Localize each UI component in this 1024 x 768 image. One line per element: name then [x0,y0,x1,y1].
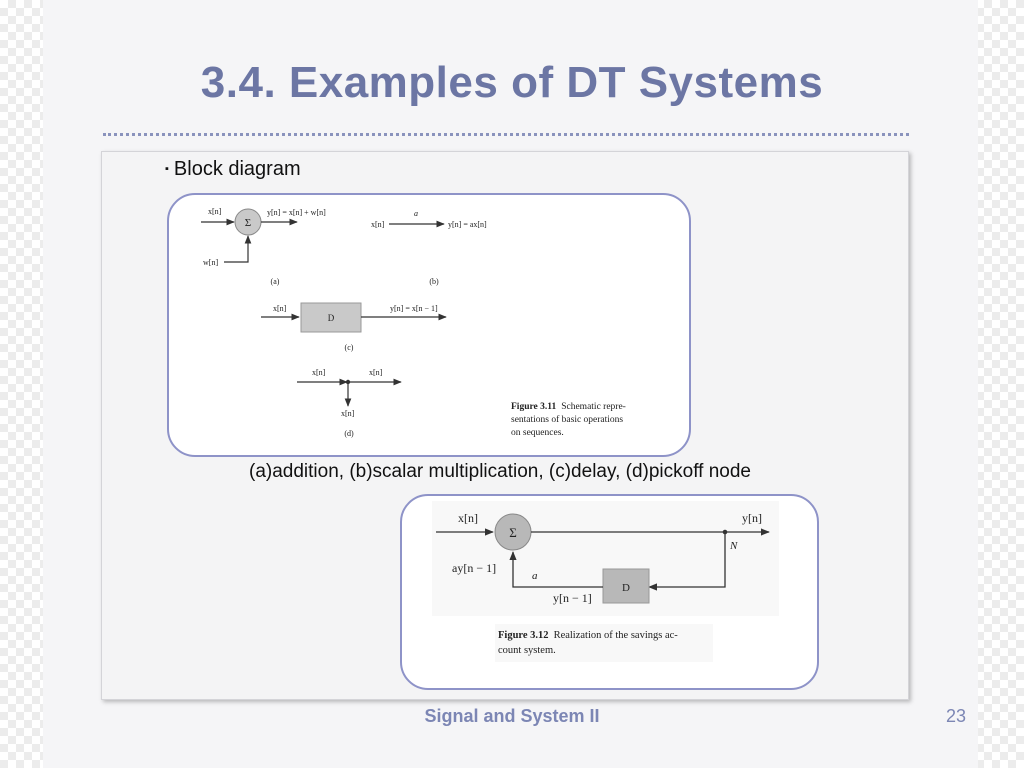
title-divider [103,133,909,136]
label-b-tag: (b) [429,277,439,286]
figure-3-12: Σ D x[n] y[n] N ay[n − 1] a y[n − 1] [432,501,779,616]
figure-3-12-caption-box: Figure 3.12 Realization of the savings ac… [495,624,713,662]
savings-label-gain: a [532,570,538,582]
bullet-marker-icon: ▪ [165,163,169,175]
figure-3-12-diagram: Σ D x[n] y[n] N ay[n − 1] a y[n − 1] [436,511,770,605]
label-b-output: y[n] = ax[n] [448,220,487,229]
figure-3-12-caption-text-1: Realization of the savings ac- [554,630,679,641]
figure-3-11-caption-text-1: Schematic repre- [561,402,626,412]
bullet-item: ▪ Block diagram [165,158,301,181]
savings-delay-block [602,568,650,604]
label-b-gain: a [414,209,418,218]
slide-title: 3.4. Examples of DT Systems [200,58,824,107]
savings-sum-symbol: Σ [509,525,517,540]
diagram-d-pickoff-node: x[n] x[n] x[n] (d) [297,368,402,438]
figure-3-11-number: Figure 3.11 [511,402,556,412]
savings-delay-label: D [622,582,630,594]
label-a-output: y[n] = x[n] + w[n] [267,208,326,217]
label-c-output: y[n] = x[n − 1] [390,304,438,313]
label-d-output-right: x[n] [369,368,383,377]
figure-3-11-caption-line-3: on sequences. [511,428,564,438]
label-a-input-bottom: w[n] [203,258,218,267]
label-c-tag: (c) [345,343,354,352]
delay-block [300,302,362,333]
diagram-a-addition: Σ x[n] w[n] y[n] = x[n] + w[n] (a) [201,207,326,286]
bullet-text: Block diagram [173,158,301,180]
figure-3-11-caption: Figure 3.11 Schematic repre- sentations o… [511,402,626,438]
page-number: 23 [945,706,966,726]
footer-title: Signal and System II [424,706,600,726]
label-a-input-top: x[n] [208,207,222,216]
savings-label-feedback: ay[n − 1] [452,561,496,575]
savings-feedback-line-1 [648,532,726,591]
label-a-tag: (a) [271,277,280,286]
figure-3-11-diagram: Σ x[n] w[n] y[n] = x[n] + w[n] (a) a x[n… [201,207,626,438]
label-d-tag: (d) [344,429,354,438]
figure-3-11-caption-line-1: Figure 3.11 Schematic repre- [511,402,626,412]
savings-label-delayed: y[n − 1] [553,591,592,605]
label-d-input: x[n] [312,368,326,377]
figure-caption: (a)addition, (b)scalar multiplication, (… [249,461,751,482]
sum-symbol: Σ [245,217,251,229]
label-d-output-down: x[n] [341,409,355,418]
figure-3-11-caption-line-2: sentations of basic operations [511,414,623,425]
diagram-b-scalar-multiplication: a x[n] y[n] = ax[n] (b) [371,209,487,286]
delay-block-label: D [328,313,335,323]
savings-feedback-line-2 [509,551,603,588]
adder-second-input-line [224,235,252,263]
figure-3-12-caption-line-1: Figure 3.12 Realization of the savings ac… [498,630,678,641]
savings-label-input: x[n] [458,511,478,525]
figure-3-12-number: Figure 3.12 [498,630,549,641]
diagram-c-delay: D x[n] y[n] = x[n − 1] (c) [261,302,447,352]
figure-3-11: Σ x[n] w[n] y[n] = x[n] + w[n] (a) a x[n… [191,200,659,446]
figure-3-12-caption-svg: Figure 3.12 Realization of the savings ac… [498,630,678,656]
figure-3-12-caption-line-2: count system. [498,645,556,656]
label-b-input: x[n] [371,220,385,229]
label-c-input: x[n] [273,304,287,313]
savings-label-output: y[n] [742,511,762,525]
savings-label-node: N [729,540,738,552]
